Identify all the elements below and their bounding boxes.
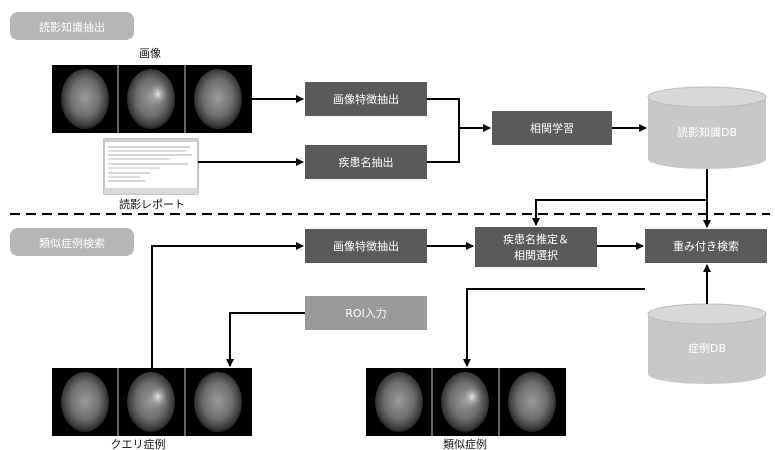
arrow-roi-to-query <box>226 312 305 367</box>
mri-image-strip-query <box>52 368 252 436</box>
disease-extract-label: 疾患名抽出 <box>339 155 394 169</box>
feature-extract-bottom-label: 画像特徴抽出 <box>333 239 399 253</box>
mri-image-strip-similar <box>366 368 566 436</box>
roi-input-box: ROI入力 <box>305 296 427 330</box>
arrow-search-to-similar <box>463 288 645 367</box>
roi-input-label: ROI入力 <box>345 307 387 320</box>
mri-image-strip-top <box>52 65 252 133</box>
flow-connectors <box>151 95 711 368</box>
feature-extract-box-top: 画像特徴抽出 <box>305 82 427 116</box>
disease-estimate-label-1: 疾患名推定＆ <box>503 232 569 246</box>
report-document <box>103 138 199 195</box>
correlation-learning-box: 相関学習 <box>492 111 612 145</box>
correlation-learning-label: 相関学習 <box>530 121 574 135</box>
image-label: 画像 <box>139 47 161 60</box>
feature-extract-box-bottom: 画像特徴抽出 <box>305 229 427 263</box>
weighted-search-box: 重み付き検索 <box>645 229 767 263</box>
section-pill-knowledge-label: 読影知識抽出 <box>39 20 105 34</box>
query-case-label: クエリ症例 <box>111 437 166 450</box>
case-db-label: 症例DB <box>688 341 726 355</box>
arrow-db-to-estimate <box>532 199 707 226</box>
section-pill-knowledge: 読影知識抽出 <box>10 12 134 40</box>
section-pill-search: 類似症例検索 <box>10 228 134 256</box>
report-label: 読影レポート <box>119 197 185 211</box>
similar-case-label: 類似症例 <box>443 437 487 450</box>
disease-extract-box: 疾患名抽出 <box>305 145 427 179</box>
disease-estimate-label-2: 相関選択 <box>514 248 558 262</box>
disease-estimate-box: 疾患名推定＆ 相関選択 <box>475 227 597 267</box>
arrow-query-to-feature <box>151 242 304 368</box>
knowledge-db-label: 読影知識DB <box>677 125 737 139</box>
merge-bracket <box>427 98 460 163</box>
section-pill-search-label: 類似症例検索 <box>39 236 105 250</box>
feature-extract-top-label: 画像特徴抽出 <box>333 92 399 106</box>
case-db-cylinder: 症例DB <box>647 303 767 384</box>
knowledge-db-cylinder: 読影知識DB <box>647 86 767 169</box>
weighted-search-label: 重み付き検索 <box>673 239 739 253</box>
